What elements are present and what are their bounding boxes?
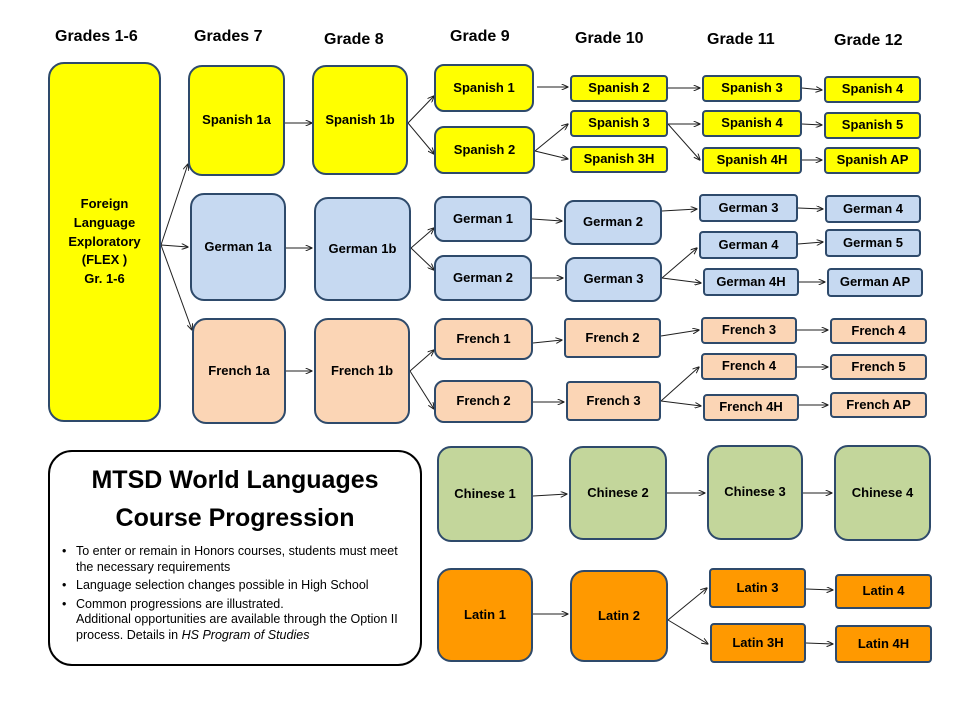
french-2-box: French 2 xyxy=(434,380,533,423)
latin-1-box: Latin 1 xyxy=(437,568,533,662)
chinese-1-box: Chinese 1 xyxy=(437,446,533,542)
spanish-g11-4-box: Spanish 4 xyxy=(702,110,802,137)
spanish-2-box: Spanish 2 xyxy=(434,126,535,174)
spanish-g12-ap-box: Spanish AP xyxy=(824,147,921,174)
spanish-g12-4-box: Spanish 4 xyxy=(824,76,921,103)
french-g11-4h-box: French 4H xyxy=(703,394,799,421)
info-bullet-progressions-text: Common progressions are illustrated. xyxy=(76,596,284,611)
latin-4-box: Latin 4 xyxy=(835,574,932,609)
spanish-g12-5-box: Spanish 5 xyxy=(824,112,921,139)
flex-line-5: Gr. 1-6 xyxy=(84,271,125,287)
info-bullet-option-text: Additional opportunities are available t… xyxy=(76,612,398,642)
german-g12-4-box: German 4 xyxy=(825,195,921,223)
german-g11-4-box: German 4 xyxy=(699,231,798,259)
spanish-g10-2-box: Spanish 2 xyxy=(570,75,668,102)
spanish-1a-box: Spanish 1a xyxy=(188,65,285,176)
french-1a-box: French 1a xyxy=(192,318,286,424)
latin-2-box: Latin 2 xyxy=(570,570,668,662)
spanish-g10-3-box: Spanish 3 xyxy=(570,110,668,137)
flex-line-1: Foreign xyxy=(80,195,129,211)
header-grade-7: Grades 7 xyxy=(194,28,263,45)
flex-line-4: (FLEX ) xyxy=(81,252,128,268)
german-1-box: German 1 xyxy=(434,196,532,242)
spanish-1-box: Spanish 1 xyxy=(434,64,534,112)
latin-4h-box: Latin 4H xyxy=(835,625,932,663)
french-g12-5-box: French 5 xyxy=(830,354,927,380)
info-title-line-1: MTSD World Languages xyxy=(91,466,379,494)
spanish-g10-3h-box: Spanish 3H xyxy=(570,146,668,173)
header-grade-8: Grade 8 xyxy=(324,31,384,48)
flex-box: Foreign Language Exploratory (FLEX ) Gr.… xyxy=(48,62,161,422)
french-g11-3-box: French 3 xyxy=(701,317,797,344)
french-g10-3-box: French 3 xyxy=(566,381,661,421)
spanish-g11-4h-box: Spanish 4H xyxy=(702,147,802,174)
spanish-1b-box: Spanish 1b xyxy=(312,65,408,175)
header-grades-1-6: Grades 1-6 xyxy=(55,28,138,45)
german-g10-2-box: German 2 xyxy=(564,200,662,245)
info-panel: MTSD World Languages Course Progression … xyxy=(48,450,422,666)
chinese-4-box: Chinese 4 xyxy=(834,445,931,541)
french-g10-2-box: French 2 xyxy=(564,318,661,358)
flex-line-3: Exploratory xyxy=(68,233,141,249)
german-g10-3-box: German 3 xyxy=(565,257,662,302)
german-g11-3-box: German 3 xyxy=(699,194,798,222)
spanish-g11-3-box: Spanish 3 xyxy=(702,75,802,102)
french-g12-4-box: French 4 xyxy=(830,318,927,344)
german-1a-box: German 1a xyxy=(190,193,286,301)
info-bullet-honors: To enter or remain in Honors courses, st… xyxy=(58,544,414,575)
flex-line-2: Language xyxy=(73,214,136,230)
info-bullets: To enter or remain in Honors courses, st… xyxy=(58,544,414,643)
german-g12-5-box: German 5 xyxy=(825,229,921,257)
info-bullet-language-change: Language selection changes possible in H… xyxy=(58,578,414,594)
header-grade-10: Grade 10 xyxy=(575,30,644,47)
german-g11-4h-box: German 4H xyxy=(703,268,799,296)
header-grade-11: Grade 11 xyxy=(707,31,775,48)
german-1b-box: German 1b xyxy=(314,197,411,301)
french-g11-4-box: French 4 xyxy=(701,353,797,380)
latin-3-box: Latin 3 xyxy=(709,568,806,608)
info-title-line-2: Course Progression xyxy=(115,504,355,532)
latin-3h-box: Latin 3H xyxy=(710,623,806,663)
chinese-3-box: Chinese 3 xyxy=(707,445,803,540)
header-grade-12: Grade 12 xyxy=(834,32,903,49)
chinese-2-box: Chinese 2 xyxy=(569,446,667,540)
header-grade-9: Grade 9 xyxy=(450,28,510,45)
german-g12-ap-box: German AP xyxy=(827,268,923,297)
info-bullet-progressions: Common progressions are illustrated. Add… xyxy=(58,597,414,644)
french-g12-ap-box: French AP xyxy=(830,392,927,418)
french-1b-box: French 1b xyxy=(314,318,410,424)
info-program-of-studies: HS Program of Studies xyxy=(181,627,310,642)
german-2-box: German 2 xyxy=(434,255,532,301)
french-1-box: French 1 xyxy=(434,318,533,360)
